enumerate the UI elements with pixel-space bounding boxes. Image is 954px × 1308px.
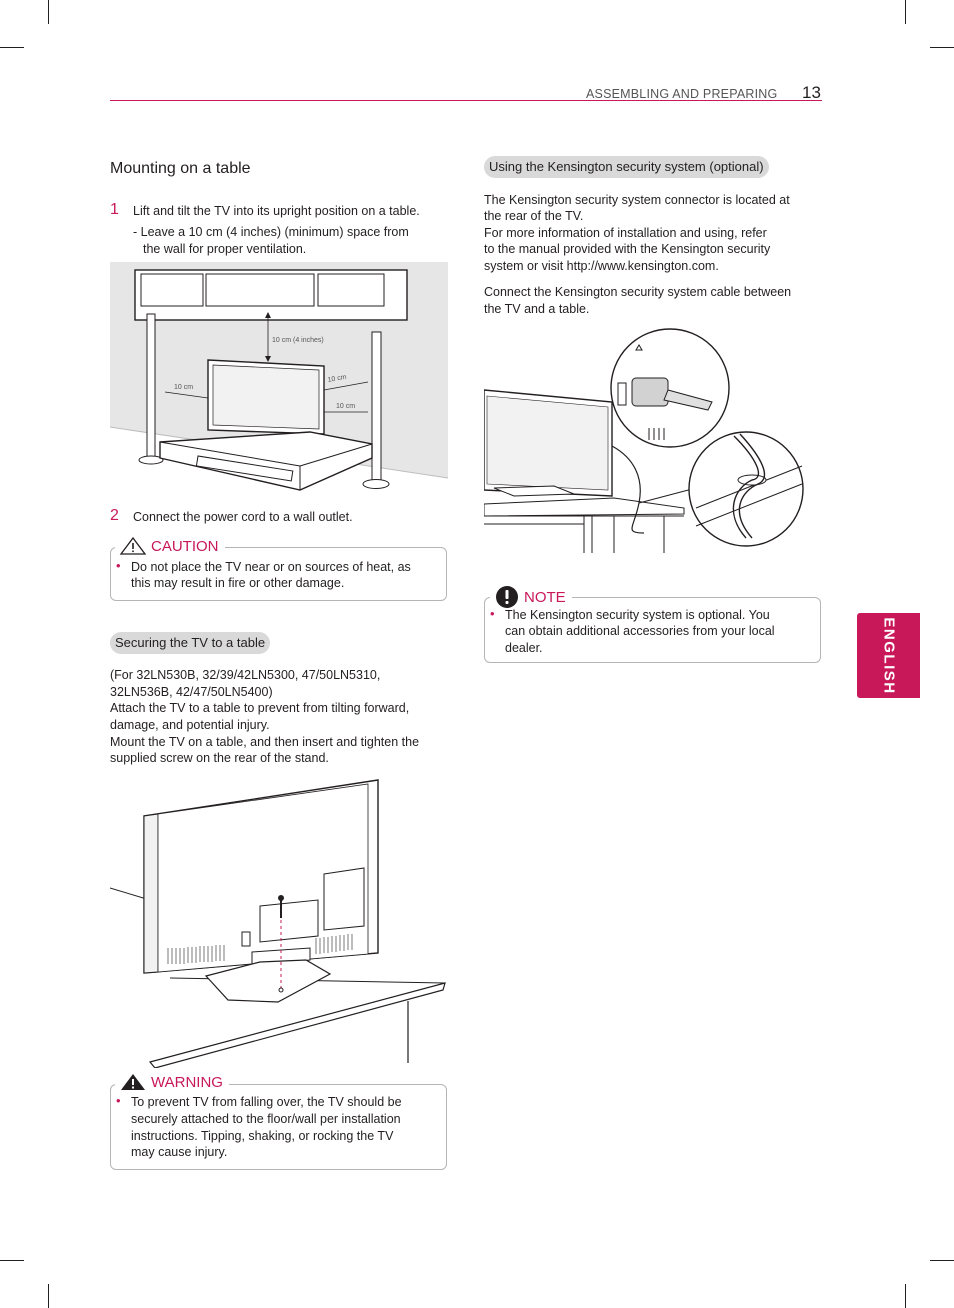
step-number: 1: [110, 201, 119, 218]
crop-mark: [905, 0, 906, 24]
warning-line: To prevent TV from falling over, the TV …: [131, 1095, 402, 1109]
warning-label: WARNING: [151, 1073, 223, 1091]
bullet-icon: •: [116, 1093, 121, 1108]
kensington-line: the rear of the TV.: [484, 209, 584, 223]
language-tab: ENGLISH: [857, 613, 920, 698]
step2-text: Connect the power cord to a wall outlet.: [133, 510, 353, 524]
step1-sub-line1: - Leave a 10 cm (4 inches) (minimum) spa…: [133, 225, 409, 239]
clearance-label-right-upper: 10 cm: [327, 374, 347, 384]
crop-mark: [0, 47, 24, 48]
header-rule: [110, 100, 822, 101]
kensington-line: system or visit http://www.kensington.co…: [484, 259, 719, 273]
securing-line: damage, and potential injury.: [110, 718, 270, 732]
section-title: ASSEMBLING AND PREPARING: [586, 87, 778, 101]
warning-box: [110, 1084, 447, 1170]
clearance-label-right-lower: 10 cm: [336, 403, 355, 410]
securing-line: 32LN536B, 42/47/50LN5400): [110, 685, 273, 699]
note-title: NOTE: [490, 585, 572, 609]
caution-line: this may result in fire or other damage.: [131, 576, 345, 590]
securing-line: Mount the TV on a table, and then insert…: [110, 735, 420, 749]
crop-mark: [930, 1260, 954, 1261]
kensington-line: The Kensington security system connector…: [484, 193, 790, 207]
warning-line: may cause injury.: [131, 1145, 228, 1159]
kensington-heading: Using the Kensington security system (op…: [484, 156, 769, 178]
note-label: NOTE: [524, 588, 566, 606]
note-line: can obtain additional accessories from y…: [505, 624, 775, 638]
securing-screw-diagram: [110, 779, 446, 1068]
securing-line: (For 32LN530B, 32/39/42LN5300, 47/50LN53…: [110, 668, 381, 682]
note-line: The Kensington security system is option…: [505, 608, 770, 622]
page-number: 13: [802, 83, 821, 102]
note-box: [484, 597, 821, 663]
clearance-label-left: 10 cm: [174, 384, 193, 391]
warning-title: WARNING: [115, 1073, 229, 1091]
note-exclamation-icon: [496, 586, 518, 608]
kensington-line: the TV and a table.: [484, 302, 590, 316]
mounting-heading: Mounting on a table: [110, 160, 251, 177]
caution-line: Do not place the TV near or on sources o…: [131, 560, 411, 574]
kensington-line: For more information of installation and…: [484, 226, 767, 240]
crop-mark: [48, 0, 49, 24]
clearance-label-top: 10 cm (4 inches): [272, 337, 324, 344]
kensington-lock-diagram: [484, 328, 804, 553]
bullet-icon: •: [116, 558, 121, 573]
warning-line: securely attached to the floor/wall per …: [131, 1112, 401, 1126]
step1-text: Lift and tilt the TV into its upright po…: [133, 204, 420, 218]
caution-title: CAUTION: [115, 537, 225, 555]
language-tab-label: ENGLISH: [880, 616, 897, 695]
securing-line: Attach the TV to a table to prevent from…: [110, 701, 410, 715]
note-line: dealer.: [505, 641, 543, 655]
securing-heading: Securing the TV to a table: [110, 632, 271, 654]
bullet-icon: •: [490, 606, 495, 621]
step-number: 2: [110, 507, 119, 524]
warning-triangle-icon: [121, 1074, 145, 1090]
caution-triangle-icon: [119, 537, 147, 555]
crop-mark: [0, 1260, 24, 1261]
step1-sub-line2: the wall for proper ventilation.: [143, 242, 307, 256]
warning-line: instructions. Tipping, shaking, or rocki…: [131, 1129, 394, 1143]
kensington-line: to the manual provided with the Kensingt…: [484, 242, 771, 256]
securing-line: supplied screw on the rear of the stand.: [110, 751, 329, 765]
crop-mark: [905, 1284, 906, 1308]
crop-mark: [930, 47, 954, 48]
crop-mark: [48, 1284, 49, 1308]
caution-box: [110, 547, 447, 601]
kensington-line: Connect the Kensington security system c…: [484, 285, 792, 299]
caution-label: CAUTION: [151, 537, 219, 555]
mounting-clearance-diagram: 10 cm (4 inches) 10 cm 10 cm 10 cm: [110, 262, 448, 491]
